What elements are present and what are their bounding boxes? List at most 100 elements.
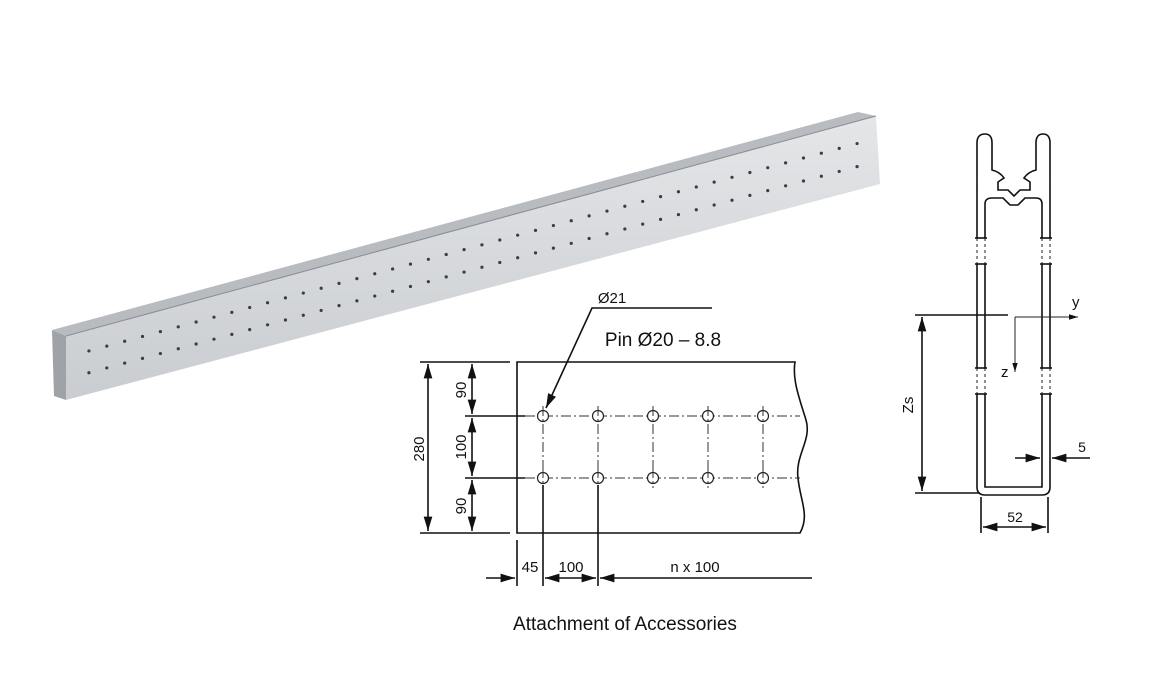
beam-hole (158, 351, 162, 356)
beam-hole (373, 294, 377, 298)
dim-100-pitch: 100 (558, 559, 583, 576)
beam-hole (426, 280, 430, 284)
beam-hole (516, 233, 520, 237)
beam-hole (140, 356, 145, 360)
beam-end-face (52, 330, 66, 400)
beam-hole (230, 332, 234, 336)
beam-hole (784, 184, 788, 188)
beam-hole (569, 219, 573, 223)
beam-hole (730, 198, 734, 202)
beam-hole (462, 270, 466, 274)
beam-hole (533, 228, 538, 232)
beam-hole (694, 208, 698, 212)
axis-z-label: z (1001, 364, 1009, 381)
beam-hole (587, 236, 591, 241)
beam-hole (801, 179, 806, 183)
beam-hole (605, 209, 609, 213)
dim-width-52: 52 (1007, 509, 1023, 525)
beam-hole (248, 327, 252, 332)
beam-hole (426, 257, 430, 261)
beam-hole (837, 169, 841, 174)
beam-hole (176, 325, 180, 329)
beam-hole (551, 246, 555, 250)
dim-zs: Zs (900, 397, 917, 414)
beam-hole (551, 223, 555, 228)
pin-label: Pin Ø20 – 8.8 (605, 330, 721, 351)
beam-hole (337, 281, 341, 286)
front-view-drawing: 280 90 100 90 45 100 n x 100 Ø21 Pin Ø20… (411, 290, 812, 586)
beam-hole (140, 334, 145, 339)
dim-wall-5: 5 (1078, 439, 1086, 455)
beam-hole (212, 315, 216, 319)
beam-hole (408, 284, 413, 289)
beam-hole (176, 347, 180, 351)
beam-hole (498, 238, 502, 242)
beam-render (52, 112, 880, 400)
beam-hole (194, 342, 198, 346)
beam-hole (730, 175, 734, 179)
beam-hole (337, 304, 341, 308)
beam-hole (444, 275, 448, 279)
beam-hole (516, 256, 520, 260)
beam-hole (480, 243, 484, 247)
beam-hole (87, 371, 91, 375)
beam-hole (658, 217, 663, 221)
beam-hole (283, 296, 288, 300)
profile-outline (976, 133, 1051, 496)
beam-hole (123, 339, 127, 343)
dim-90-top: 90 (453, 382, 470, 399)
profile-inner (984, 197, 1043, 488)
beam-hole (801, 156, 806, 160)
axis-y-label: y (1072, 294, 1080, 311)
beam-hole (641, 222, 645, 226)
beam-hole (301, 291, 305, 295)
beam-hole (265, 323, 270, 327)
beam-hole (676, 190, 681, 194)
beam-top-face (52, 112, 876, 336)
beam-hole (301, 313, 305, 317)
beam-hole (748, 193, 752, 197)
beam-hole (569, 241, 573, 245)
beam-hole (355, 276, 359, 281)
beam-hole (391, 289, 395, 293)
beam-hole (391, 267, 395, 271)
beam-hole (283, 318, 288, 322)
beam-hole (587, 214, 591, 218)
dim-100-middle: 100 (453, 434, 470, 459)
beam-hole (605, 232, 609, 236)
beam-hole (355, 299, 359, 303)
beam-holes (87, 141, 859, 375)
beam-hole (623, 204, 627, 208)
beam-hole (105, 366, 109, 370)
beam-hole (748, 170, 752, 175)
pin-holes (536, 406, 770, 488)
beam-hole (623, 227, 627, 231)
beam-hole (408, 262, 413, 266)
beam-hole (230, 310, 234, 314)
beam-hole (658, 195, 663, 199)
beam-hole (837, 146, 841, 150)
beam-hole (158, 330, 162, 334)
beam-hole (712, 180, 716, 184)
beam-hole (444, 252, 448, 257)
beam-hole (212, 337, 216, 341)
plate-outline (516, 361, 809, 534)
beam-hole (766, 166, 770, 170)
dim-90-bottom: 90 (453, 498, 470, 515)
beam-front-face (66, 116, 880, 400)
beam-hole (694, 185, 698, 189)
dim-n-x-100: n x 100 (670, 559, 719, 576)
cross-section-drawing: y z Zs 5 52 (900, 133, 1090, 533)
beam-hole (87, 349, 91, 353)
beam-hole (480, 265, 484, 269)
beam-hole (498, 260, 502, 265)
beam-hole (712, 203, 716, 207)
caption: Attachment of Accessories (513, 614, 737, 635)
beam-hole (676, 212, 681, 217)
beam-hole (194, 320, 198, 324)
beam-hole (462, 248, 466, 252)
beam-hole (766, 189, 770, 193)
beam-hole (855, 165, 859, 169)
beam-hole (105, 344, 109, 348)
